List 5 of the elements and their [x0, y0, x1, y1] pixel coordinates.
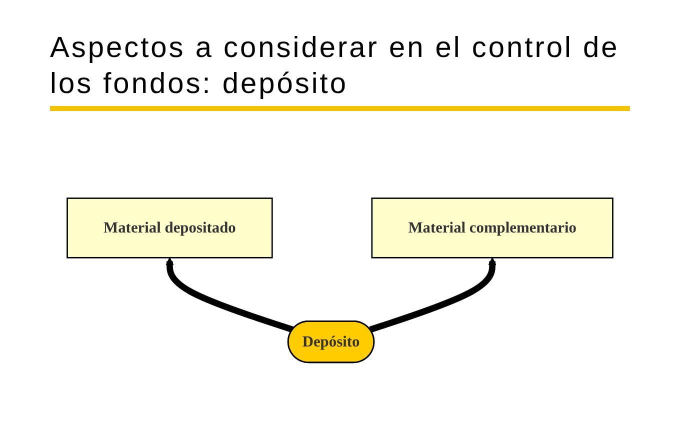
arrow [369, 256, 496, 332]
node-box: Material complementario [371, 197, 614, 258]
arrow [166, 256, 294, 332]
slide-title: Aspectos a considerar en el control de los fondos: depósito [50, 30, 630, 111]
node-box: Material depositado [66, 197, 273, 258]
